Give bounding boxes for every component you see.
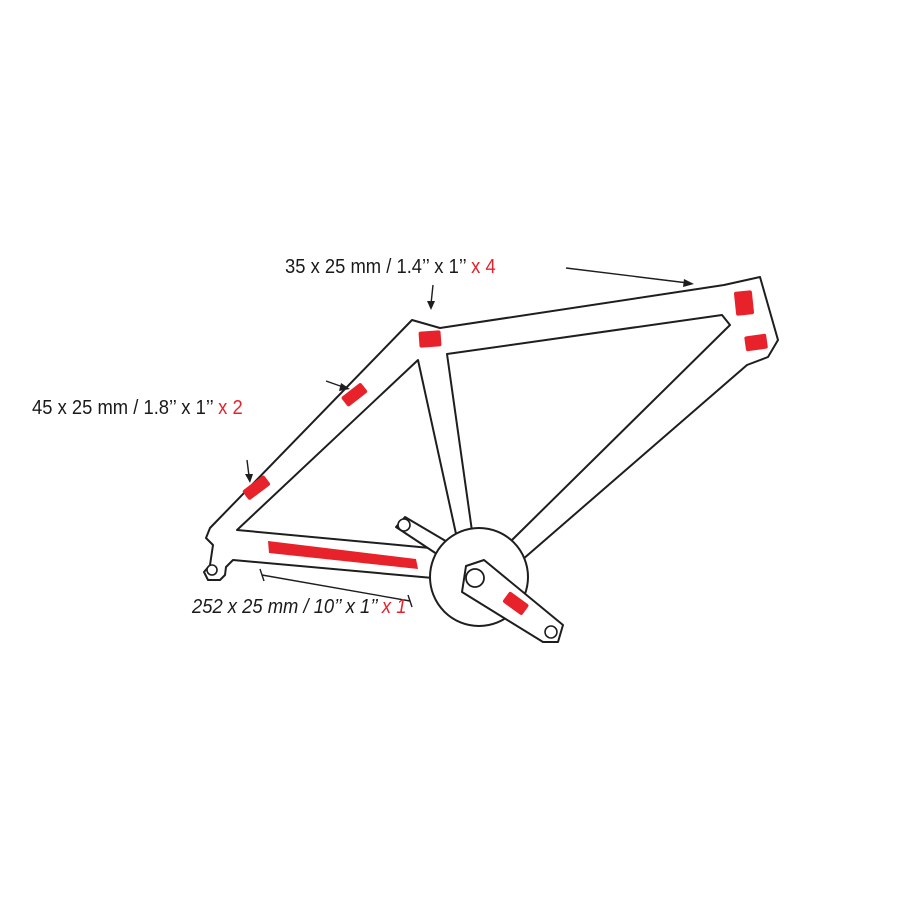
label-medium-stickers: 45 x 25 mm / 1.8’’ x 1’’ x 2 — [32, 397, 243, 420]
dimension-line — [261, 574, 411, 602]
sticker-downtube-lower — [242, 475, 270, 500]
arrowhead-top-down — [427, 301, 435, 310]
label-long-sticker: 252 x 25 mm / 10’’ x 1’’ x 1 — [192, 596, 406, 619]
rear-triangle-opening — [446, 314, 731, 545]
arrowhead-top-right — [683, 279, 694, 287]
pointer-top-down — [430, 284, 434, 305]
pointer-left-upper — [325, 380, 344, 388]
arrowhead-left-lower — [245, 474, 253, 483]
label-small-qty: x 4 — [471, 256, 496, 278]
dropout-hole — [206, 564, 218, 576]
label-long-qty: x 1 — [381, 596, 407, 618]
dimension-tick-right — [407, 594, 413, 608]
sticker-chainstay — [268, 541, 418, 569]
pointer-left-lower — [246, 459, 250, 477]
label-medium-qty: x 2 — [218, 397, 243, 419]
sticker-downtube-upper — [341, 383, 368, 407]
label-small-stickers: 35 x 25 mm / 1.4’’ x 1’’ x 4 — [285, 256, 496, 279]
arrowhead-left-upper — [339, 383, 350, 391]
crank-pedal-hole — [544, 625, 558, 639]
sticker-rear-lower — [744, 333, 768, 352]
label-long-size: 252 x 25 mm / 10’’ x 1’’ — [192, 596, 377, 618]
sticker-head-tube — [418, 330, 442, 348]
label-small-size: 35 x 25 mm / 1.4’’ x 1’’ — [285, 256, 467, 278]
label-medium-size: 45 x 25 mm / 1.8’’ x 1’’ — [32, 397, 214, 419]
crank-spindle — [465, 568, 485, 588]
pointer-top-right — [565, 267, 689, 284]
sticker-crank — [502, 591, 529, 615]
sticker-rear-upper — [733, 290, 755, 316]
rear-crank-tip — [397, 518, 411, 532]
dimension-tick-left — [259, 568, 265, 582]
